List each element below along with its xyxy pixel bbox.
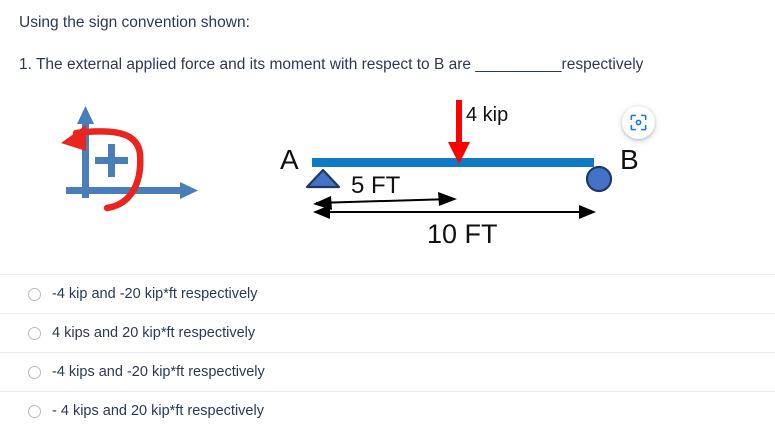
lens-scan-button[interactable] bbox=[622, 106, 655, 139]
x-axis-shaft bbox=[66, 187, 185, 194]
beam-label-b: B bbox=[620, 144, 639, 175]
lens-scan-icon bbox=[630, 114, 647, 131]
answer-options-list: -4 kip and -20 kip*ft respectively 4 kip… bbox=[0, 274, 775, 430]
plus-sign bbox=[95, 144, 128, 177]
radio-button-2[interactable] bbox=[28, 326, 41, 340]
answer-option-4[interactable]: - 4 kips and 20 kip*ft respectively bbox=[0, 391, 775, 430]
beam-assembly: A B 4 kip 5 FT bbox=[280, 100, 639, 249]
beam-label-a: A bbox=[280, 144, 299, 175]
y-axis-shaft bbox=[82, 118, 89, 198]
beam-bar bbox=[312, 158, 594, 167]
answer-option-label-1: -4 kip and -20 kip*ft respectively bbox=[52, 286, 258, 302]
answer-option-2[interactable]: 4 kips and 20 kip*ft respectively bbox=[0, 313, 775, 352]
y-axis-arrowhead bbox=[77, 106, 94, 124]
answer-option-3[interactable]: -4 kips and -20 kip*ft respectively bbox=[0, 352, 775, 391]
dimension-10ft bbox=[313, 205, 596, 219]
radio-button-1[interactable] bbox=[28, 287, 41, 301]
dimension-5ft-label: 5 FT bbox=[351, 172, 401, 199]
answer-option-label-4: - 4 kips and 20 kip*ft respectively bbox=[52, 403, 264, 419]
answer-option-1[interactable]: -4 kip and -20 kip*ft respectively bbox=[0, 274, 775, 313]
figure-region: A B 4 kip 5 FT bbox=[0, 92, 775, 262]
point-load-label: 4 kip bbox=[466, 104, 508, 126]
x-axis-arrowhead bbox=[180, 182, 198, 199]
moment-arc bbox=[72, 128, 144, 212]
radio-button-4[interactable] bbox=[28, 404, 41, 418]
sign-convention-symbol bbox=[61, 106, 198, 212]
dimension-10ft-label: 10 FT bbox=[427, 219, 498, 249]
engineering-diagram: A B 4 kip 5 FT bbox=[61, 100, 639, 249]
question-intro: Using the sign convention shown: bbox=[19, 14, 250, 31]
pin-support bbox=[305, 168, 341, 189]
moment-arrowhead-2 bbox=[61, 136, 86, 151]
point-load-arrow bbox=[448, 100, 470, 164]
answer-option-label-2: 4 kips and 20 kip*ft respectively bbox=[52, 325, 256, 341]
radio-button-3[interactable] bbox=[28, 365, 41, 379]
answer-option-label-3: -4 kips and -20 kip*ft respectively bbox=[52, 364, 265, 380]
roller-support bbox=[585, 165, 613, 193]
question-prompt: 1. The external applied force and its mo… bbox=[19, 56, 644, 73]
